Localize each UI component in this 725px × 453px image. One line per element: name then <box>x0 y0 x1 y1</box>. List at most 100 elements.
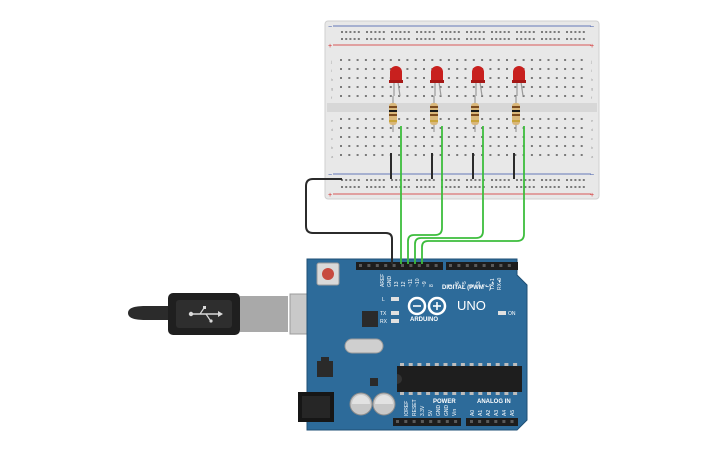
breadboard-hole <box>340 95 342 97</box>
led-rx <box>391 319 399 323</box>
breadboard-hole <box>406 86 409 88</box>
rail-hole <box>499 38 502 40</box>
breadboard-hole <box>506 145 508 147</box>
pin-label: A4 <box>502 410 508 416</box>
header-pin <box>499 264 503 267</box>
rail-hole <box>553 179 556 181</box>
top-rail-plus-sign-right: + <box>590 43 594 50</box>
rail-hole <box>545 179 548 181</box>
breadboard-hole <box>539 86 542 88</box>
rail-hole <box>395 31 398 33</box>
breadboard-hole <box>497 127 500 129</box>
breadboard-hole <box>547 77 550 79</box>
breadboard-hole <box>464 77 467 79</box>
breadboard-hole <box>580 154 583 156</box>
rail-hole <box>570 179 573 181</box>
reset-button[interactable] <box>316 262 340 286</box>
breadboard-hole <box>564 68 567 70</box>
pin-label: ~11 <box>408 279 414 287</box>
header-pin <box>457 264 461 267</box>
chip-pin <box>478 392 483 395</box>
breadboard-hole <box>564 86 567 88</box>
breadboard-hole <box>431 95 434 97</box>
analog-pin-labels: A0 A1 A2 A3 A4 A5 <box>470 410 516 416</box>
pin-label: A1 <box>478 410 484 416</box>
header-pin <box>445 420 449 423</box>
header-pin <box>478 420 482 423</box>
rail-hole <box>341 186 343 188</box>
breadboard-hole <box>356 145 359 147</box>
header-pin <box>392 264 396 267</box>
breadboard-hole <box>555 77 558 79</box>
breadboard-hole <box>497 154 500 156</box>
breadboard-hole <box>423 127 425 129</box>
breadboard-hole <box>472 86 475 88</box>
breadboard-hole <box>381 86 384 88</box>
breadboard-hole <box>530 136 533 138</box>
led-dome <box>472 66 484 82</box>
breadboard-hole <box>547 95 550 97</box>
rail-hole <box>395 38 398 40</box>
rail-hole <box>399 31 402 33</box>
breadboard-hole <box>381 145 384 147</box>
breadboard-hole <box>564 118 567 120</box>
pin-label: TX▸1 <box>490 278 496 290</box>
breadboard-hole <box>489 118 492 120</box>
pin-label: GND <box>436 405 442 417</box>
breadboard-hole <box>497 68 500 70</box>
rail-hole <box>474 186 477 188</box>
breadboard-hole <box>389 127 392 129</box>
breadboard-hole <box>464 59 467 61</box>
chip-pin <box>487 363 491 366</box>
pin-label: ~5 <box>462 281 468 287</box>
rail-hole <box>357 186 360 188</box>
breadboard-hole <box>522 59 525 61</box>
breadboard-hole <box>514 127 517 129</box>
rail-hole <box>457 31 460 33</box>
breadboard-hole <box>398 136 401 138</box>
rail-hole <box>424 186 427 188</box>
reset-button-cap[interactable] <box>322 268 334 280</box>
rail-hole <box>507 179 510 181</box>
small-ic <box>370 378 378 386</box>
breadboard-hole <box>348 95 351 97</box>
rail-hole <box>420 31 423 33</box>
breadboard-hole <box>555 154 558 156</box>
row-letter: a <box>591 154 594 159</box>
rail-hole <box>432 179 435 181</box>
pin-label: RESET <box>412 399 418 416</box>
breadboard-hole <box>547 136 550 138</box>
header-pin <box>482 264 486 267</box>
breadboard-hole <box>439 118 442 120</box>
rail-hole <box>524 179 527 181</box>
breadboard-hole <box>439 154 442 156</box>
rail-hole <box>407 31 410 33</box>
row-letter: i <box>591 68 592 73</box>
on-label: ON <box>508 311 516 317</box>
rail-hole <box>357 179 360 181</box>
led-l <box>391 297 399 301</box>
breadboard-hole <box>539 68 542 70</box>
rail-hole <box>503 186 506 188</box>
rail-hole <box>557 38 560 40</box>
header-pin <box>429 420 433 423</box>
rail-hole <box>374 38 377 40</box>
on-led <box>498 311 506 315</box>
header-pin <box>454 420 458 423</box>
row-letter: b <box>331 145 334 150</box>
breadboard-hole <box>456 136 459 138</box>
rail-hole <box>432 38 435 40</box>
breadboard-hole <box>522 86 525 88</box>
rail-hole <box>557 31 560 33</box>
power-label: POWER <box>433 399 456 405</box>
header-pin <box>465 264 469 267</box>
rail-hole <box>470 38 473 40</box>
breadboard-hole <box>364 154 367 156</box>
breadboard-hole <box>456 95 459 97</box>
breadboard-hole <box>423 59 425 61</box>
rail-hole <box>449 31 452 33</box>
rail-hole <box>532 38 535 40</box>
breadboard-hole <box>580 136 583 138</box>
row-letters-bottom: e d c b a e d c b a <box>331 118 594 159</box>
